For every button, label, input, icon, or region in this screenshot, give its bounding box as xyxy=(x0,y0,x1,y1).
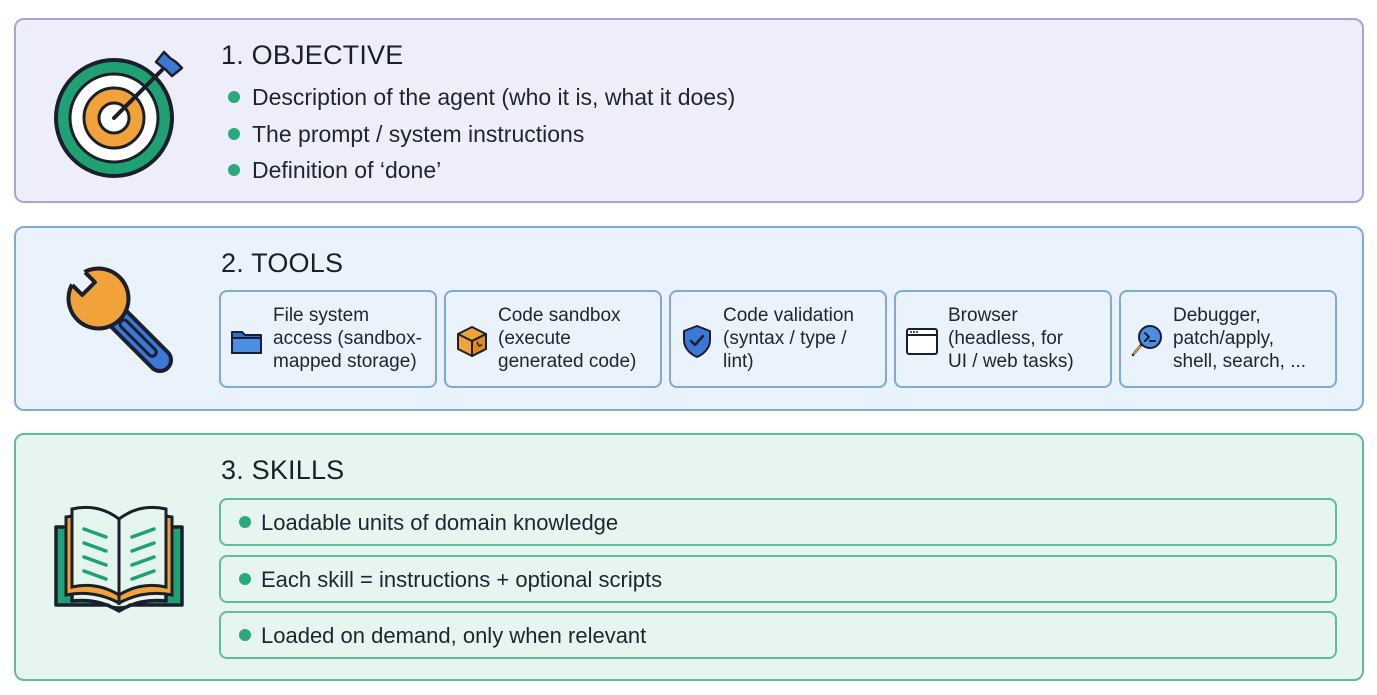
tool-card-file-system: File system access (sandbox- mapped stor… xyxy=(219,290,437,388)
bullet-dot-icon xyxy=(228,127,240,140)
bullet-dot-icon xyxy=(239,516,251,528)
browser-window-icon xyxy=(906,328,938,355)
terminal-magnifier-icon xyxy=(1131,325,1162,357)
tool-card-label: Code validation (syntax / type / lint) xyxy=(723,305,854,372)
bullet-dot-icon xyxy=(239,629,251,641)
tool-card-label: Browser (headless, for UI / web tasks) xyxy=(948,305,1074,372)
objective-panel: 1. OBJECTIVE Description of the agent (w… xyxy=(14,18,1364,203)
tools-panel: 2. TOOLS File system access (sandbox- ma… xyxy=(14,226,1364,411)
tool-card-debugger: Debugger, patch/apply, shell, search, ..… xyxy=(1119,290,1337,388)
bullet-dot-icon xyxy=(228,91,240,103)
objective-title: 1. OBJECTIVE xyxy=(221,40,404,70)
objective-bullet: Description of the agent (who it is, wha… xyxy=(226,82,735,119)
tool-card-label: Debugger, patch/apply, shell, search, ..… xyxy=(1173,305,1307,372)
skill-item: Each skill = instructions + optional scr… xyxy=(219,555,1337,603)
skill-item-text: Each skill = instructions + optional scr… xyxy=(261,567,663,592)
skill-item-text: Loadable units of domain knowledge xyxy=(261,510,619,535)
skill-item-text: Loaded on demand, only when relevant xyxy=(261,623,647,648)
skills-title: 3. SKILLS xyxy=(221,455,345,485)
target-icon xyxy=(54,50,184,178)
objective-bullet-list: Description of the agent (who it is, wha… xyxy=(226,82,735,192)
tool-card-code-sandbox: Code sandbox (execute generated code) xyxy=(444,290,662,388)
tool-card-row: File system access (sandbox- mapped stor… xyxy=(219,290,1337,388)
skill-item: Loadable units of domain knowledge xyxy=(219,498,1337,546)
skill-item: Loaded on demand, only when relevant xyxy=(219,611,1337,659)
shield-check-icon xyxy=(683,325,711,358)
bullet-dot-icon xyxy=(239,573,251,585)
folder-icon xyxy=(231,331,262,354)
objective-bullet: Definition of ‘done’ xyxy=(226,155,735,192)
tool-card-label: Code sandbox (execute generated code) xyxy=(498,305,637,372)
package-icon xyxy=(457,326,487,357)
tool-card-code-validation: Code validation (syntax / type / lint) xyxy=(669,290,887,388)
tool-card-label: File system access (sandbox- mapped stor… xyxy=(273,305,422,372)
wrench-icon xyxy=(65,265,174,374)
objective-bullet: The prompt / system instructions xyxy=(226,119,735,156)
open-book-icon xyxy=(54,505,184,613)
tool-card-browser: Browser (headless, for UI / web tasks) xyxy=(894,290,1112,388)
skills-panel: 3. SKILLS Loadable units of domain knowl… xyxy=(14,433,1364,681)
bullet-dot-icon xyxy=(228,164,240,176)
tools-title: 2. TOOLS xyxy=(221,248,344,278)
